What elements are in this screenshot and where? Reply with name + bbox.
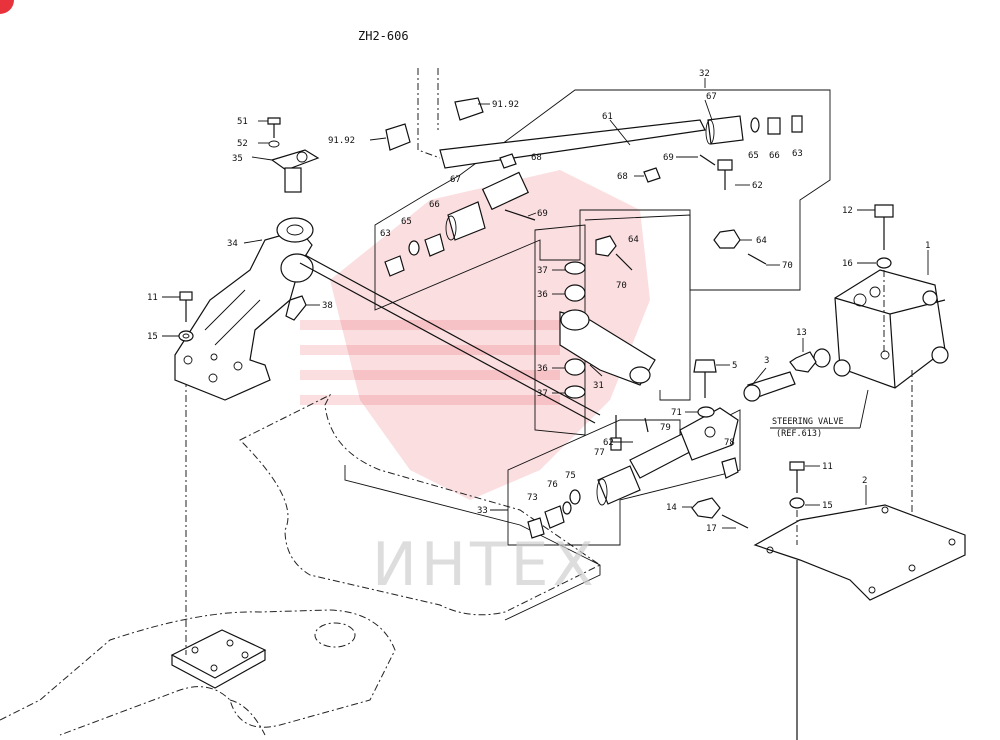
callout-70: 70 (616, 281, 627, 291)
callout-73: 73 (527, 493, 538, 503)
callout-36: 36 (537, 290, 548, 300)
callout-68: 68 (617, 172, 628, 182)
steering-arm (534, 214, 691, 436)
callout-75: 75 (565, 471, 576, 481)
callout-31: 31 (593, 381, 604, 391)
upper-assembly (374, 68, 831, 311)
callout-62: 62 (603, 438, 614, 448)
callout-64: 64 (756, 236, 767, 246)
callout-68: 68 (531, 153, 542, 163)
callout-78: 78 (724, 438, 735, 448)
watermark-text: ИНТЕХ (372, 530, 598, 600)
callout-11: 11 (147, 293, 158, 303)
callout-32: 32 (699, 69, 710, 79)
callout-52: 52 (237, 139, 248, 149)
callout-65: 65 (401, 217, 412, 227)
callout-12: 12 (842, 206, 853, 216)
callout-3: 3 (764, 356, 769, 366)
callout-51: 51 (237, 117, 248, 127)
callout-34: 34 (227, 239, 238, 249)
callout-1: 1 (925, 241, 930, 251)
callout-16: 16 (842, 259, 853, 269)
steering-valve-note: STEERING VALVE (772, 417, 844, 427)
callout-37: 37 (537, 266, 548, 276)
callout-labels: 51 52 35 34 11 15 38 91.92 91.92 32 61 6… (147, 69, 930, 534)
callout-70: 70 (782, 261, 793, 271)
callout-17: 17 (706, 524, 717, 534)
callout-79: 79 (660, 423, 671, 433)
mount-plate-left (170, 365, 267, 689)
callout-5: 5 (732, 361, 737, 371)
callout-77: 77 (594, 448, 605, 458)
callout-69: 69 (537, 209, 548, 219)
callout-13: 13 (796, 328, 807, 338)
lower-assembly (507, 359, 796, 546)
steering-valve-ref: (REF.613) (776, 429, 822, 439)
callout-67: 67 (450, 175, 461, 185)
callout-64: 64 (628, 235, 639, 245)
callout-65: 65 (748, 151, 759, 161)
link-rod (299, 254, 601, 424)
valve-plate (753, 461, 966, 740)
steering-valve (789, 204, 949, 560)
corner-mark (0, 0, 14, 14)
callout-14: 14 (666, 503, 677, 513)
callout-15: 15 (822, 501, 833, 511)
callout-66: 66 (429, 200, 440, 210)
callout-61: 61 (602, 112, 613, 122)
callout-37: 37 (537, 389, 548, 399)
leader-lines (162, 78, 929, 529)
callout-71: 71 (671, 408, 682, 418)
callout-38: 38 (322, 301, 333, 311)
callout-67: 67 (706, 92, 717, 102)
callout-63: 63 (792, 149, 803, 159)
support-bracket (174, 117, 320, 401)
callout-69: 69 (663, 153, 674, 163)
callout-63: 63 (380, 229, 391, 239)
callout-33: 33 (477, 506, 488, 516)
diagram-title: ZH2-606 (358, 29, 409, 43)
callout-91-92: 91.92 (492, 100, 519, 110)
callout-91-92: 91.92 (328, 136, 355, 146)
callout-36: 36 (537, 364, 548, 374)
callout-66: 66 (769, 151, 780, 161)
callout-15: 15 (147, 332, 158, 342)
callout-11: 11 (822, 462, 833, 472)
callout-76: 76 (547, 480, 558, 490)
callout-2: 2 (862, 476, 867, 486)
callout-62: 62 (752, 181, 763, 191)
callout-35: 35 (232, 154, 243, 164)
